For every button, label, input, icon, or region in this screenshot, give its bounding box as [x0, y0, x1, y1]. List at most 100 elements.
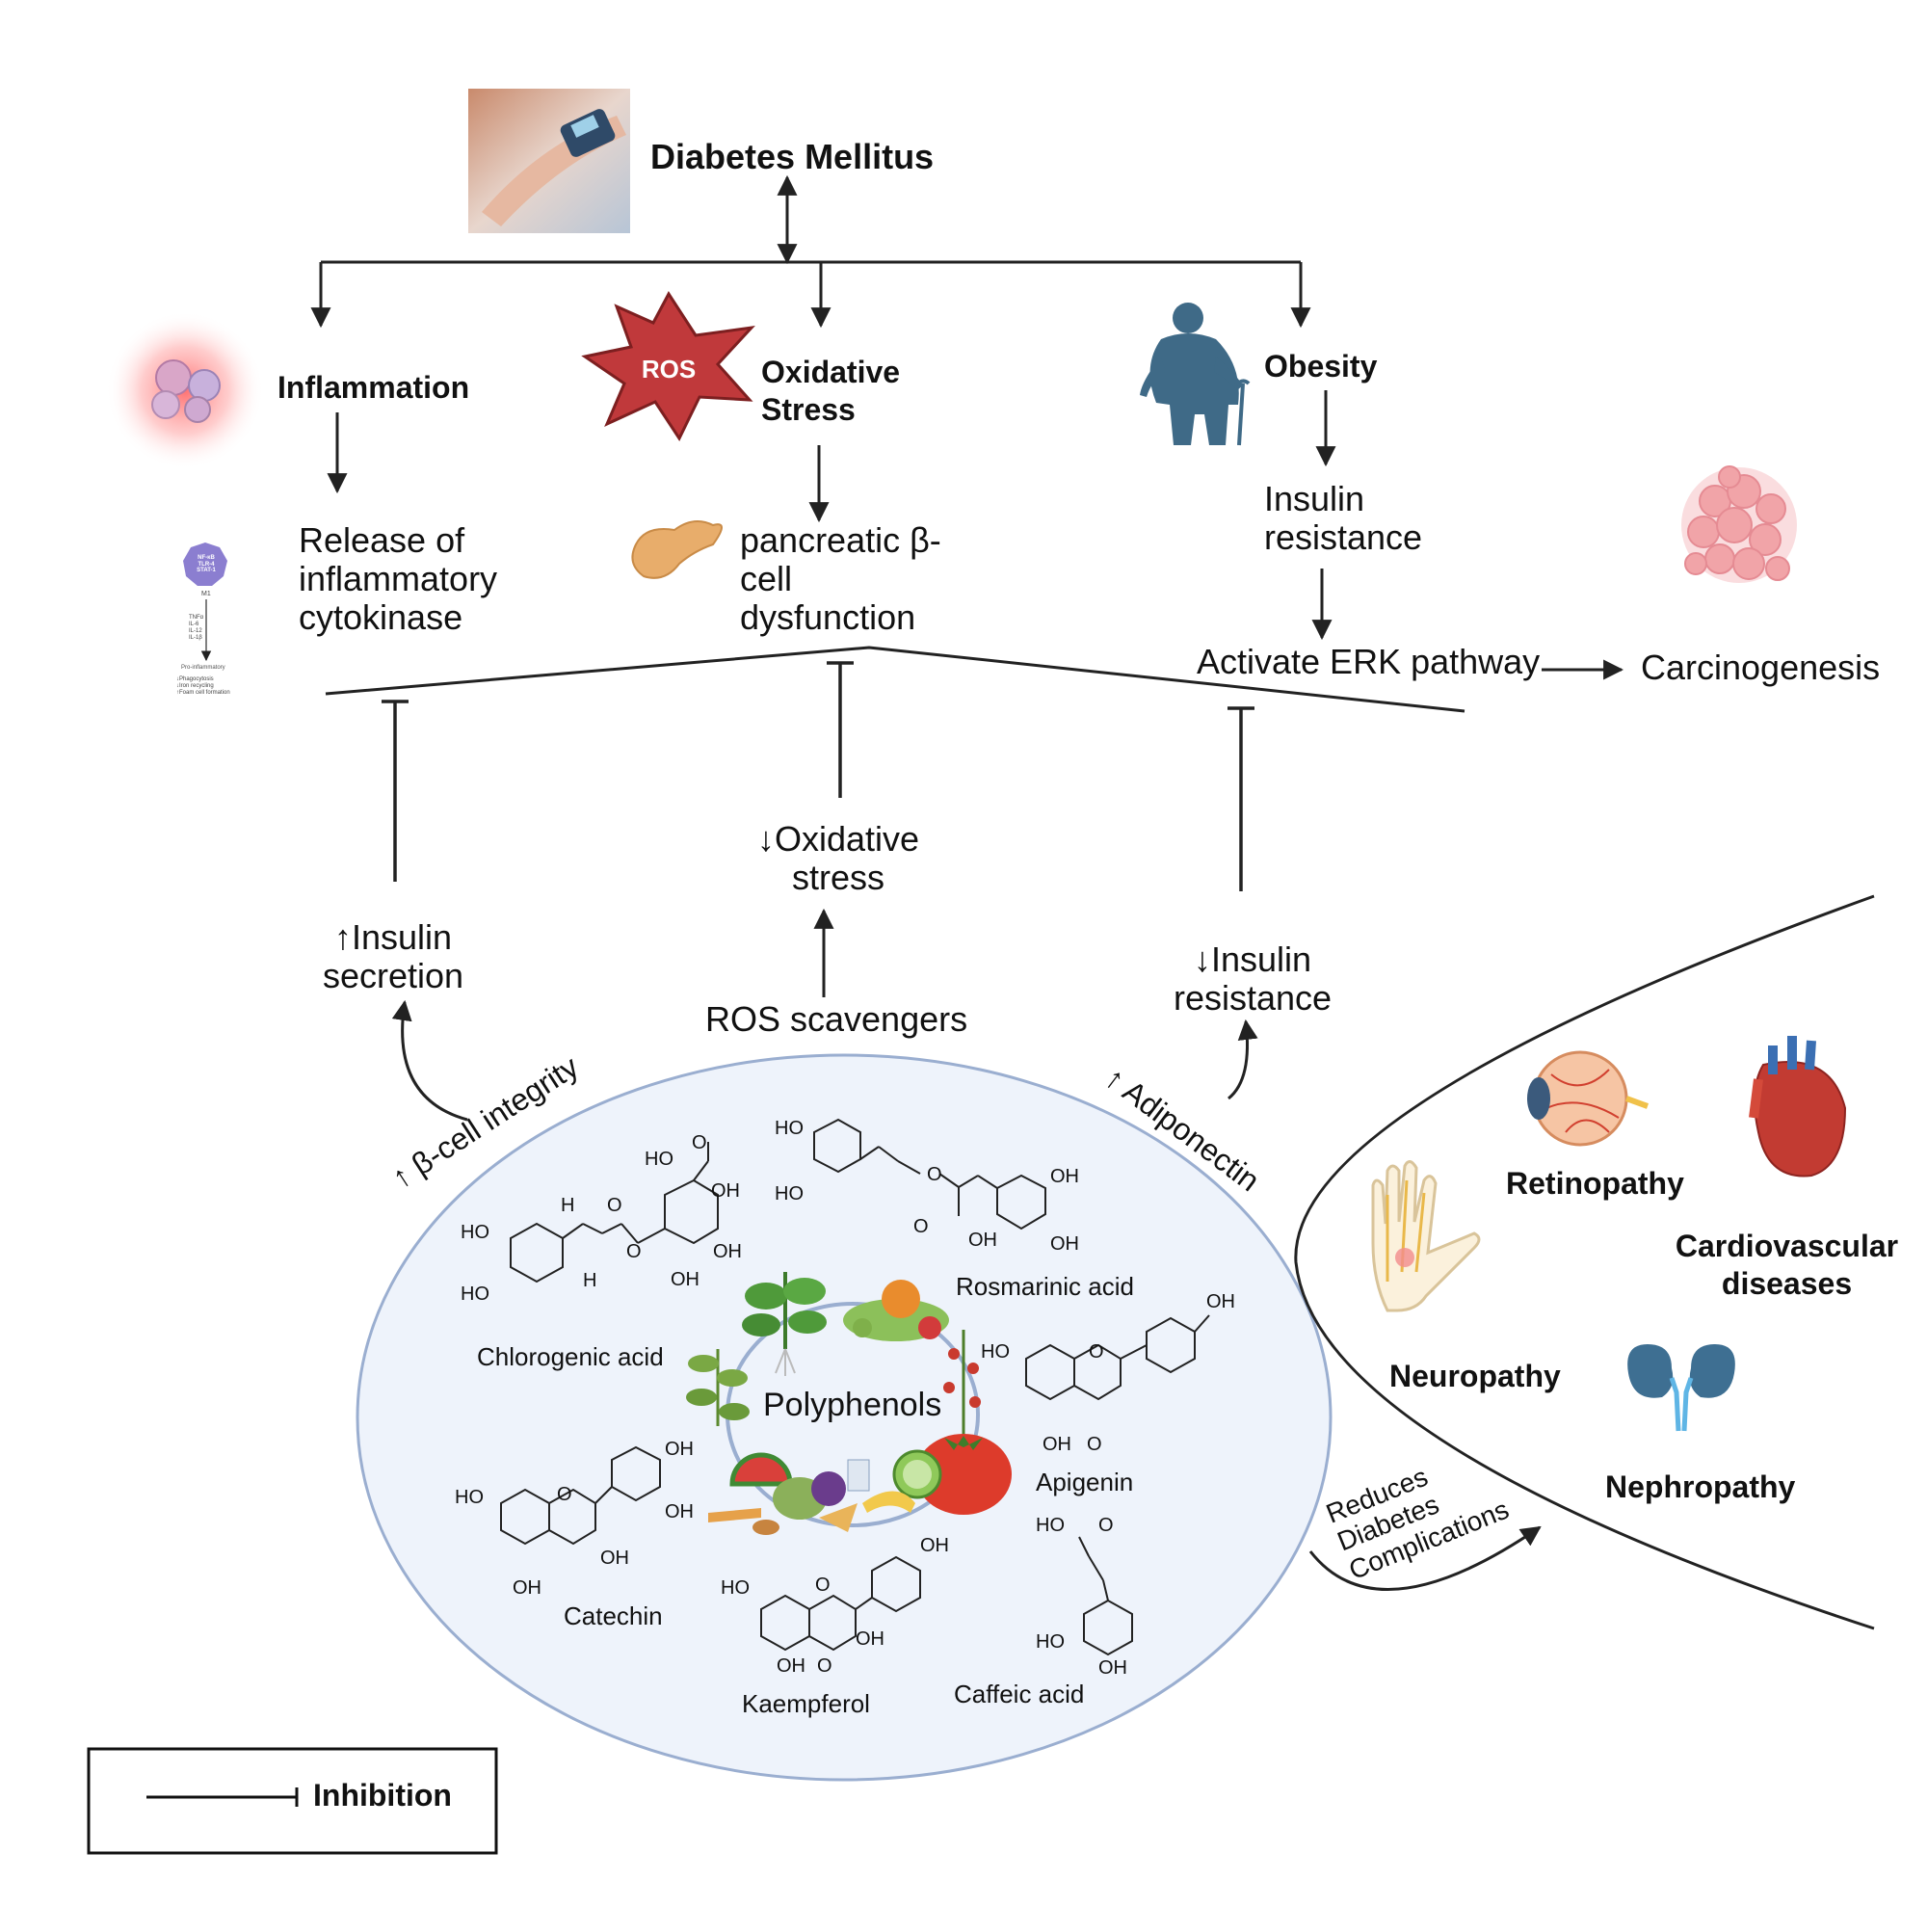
compound-label: Chlorogenic acid: [477, 1342, 664, 1371]
top-branch-lines: [310, 174, 1624, 680]
fruit-pile-icon: [708, 1452, 915, 1535]
atom-label: O: [815, 1575, 831, 1596]
macrophage-status: Pro-inflammatory: [181, 665, 225, 671]
atom-label: OH: [777, 1655, 805, 1677]
tumor-cluster-icon: [1681, 465, 1797, 583]
cytokine-label-3: cytokinase: [299, 597, 463, 637]
atom-label: HO: [1036, 1515, 1065, 1536]
insulin-resistance-down-label-1: ↓Insulin: [1193, 940, 1312, 979]
oxidative-stress-label-2: Stress: [761, 392, 856, 427]
atom-label: O: [927, 1164, 942, 1185]
atom-label: HO: [775, 1183, 804, 1204]
inflammation-cells-icon: [106, 311, 264, 469]
atom-label: OH: [920, 1535, 949, 1556]
ros-burst-icon: ROS: [581, 291, 755, 442]
beta-cell-label-2: cell: [740, 559, 793, 598]
atom-label: HO: [455, 1487, 484, 1508]
atom-label: O: [607, 1195, 622, 1216]
macrophage-cytokine: TNFα: [189, 615, 204, 621]
atom-label: HO: [775, 1118, 804, 1139]
atom-label: HO: [721, 1577, 750, 1599]
atom-label: OH: [1043, 1434, 1071, 1455]
beta-cell-label-1: pancreatic β-: [740, 520, 941, 560]
polyphenols-ellipse: [356, 1053, 1333, 1782]
atom-label: O: [692, 1132, 707, 1153]
apigenin-structure: [1025, 1314, 1210, 1401]
macrophage-cytokine: IL-1β: [189, 634, 202, 641]
kidney-icon: [1627, 1344, 1735, 1432]
mechanism-arrows: [391, 908, 1542, 1592]
catechin-structure: [500, 1445, 661, 1546]
atom-label: OH: [600, 1548, 629, 1569]
atom-label: OH: [513, 1577, 541, 1599]
cytokine-label-2: inflammatory: [299, 559, 498, 598]
atom-label: OH: [671, 1269, 700, 1290]
compound-label: Kaempferol: [742, 1689, 870, 1718]
macrophage-badge-2: TLR-4: [198, 561, 215, 568]
cardiovascular-label-2: diseases: [1721, 1266, 1853, 1301]
macrophage-outcome: ↓Iron recycling: [176, 682, 214, 689]
atom-label: OH: [713, 1241, 742, 1262]
macrophage-badge-3: STAT-1: [197, 568, 216, 574]
compound-label: Apigenin: [1036, 1468, 1134, 1496]
erk-pathway-label: Activate ERK pathway: [1197, 642, 1541, 681]
insulin-resistance-down-label-2: resistance: [1173, 978, 1333, 1018]
caffeic-acid-structure: [1078, 1536, 1133, 1656]
pancreas-icon: [631, 520, 723, 579]
insulin-secretion-label-1: ↑Insulin: [333, 917, 453, 957]
atom-label: HO: [981, 1341, 1010, 1363]
tomato-icon: [892, 1434, 1012, 1515]
compound-label: Rosmarinic acid: [956, 1272, 1134, 1301]
compound-label: Caffeic acid: [954, 1680, 1085, 1708]
hand-nerve-icon: [1371, 1160, 1481, 1312]
nephropathy-label: Nephropathy: [1605, 1469, 1796, 1504]
herb-left-icon: [686, 1349, 750, 1426]
atom-label: O: [1089, 1341, 1104, 1363]
atom-label: O: [817, 1655, 832, 1677]
atom-label: O: [913, 1216, 929, 1237]
heart-icon: [1749, 1036, 1847, 1178]
complications-boundary: [1294, 894, 1875, 1630]
atom-label: O: [557, 1484, 572, 1505]
atom-label: OH: [968, 1230, 997, 1251]
atom-label: H: [583, 1270, 597, 1291]
inhibition-lines: [382, 661, 1254, 891]
vegetables-icon: [843, 1280, 949, 1341]
macrophage-cytokine: IL-12: [189, 627, 202, 634]
macrophage-icon: [183, 543, 227, 662]
macrophage-cytokine: IL-6: [189, 621, 199, 627]
cardiovascular-label-1: Cardiovascular: [1675, 1229, 1899, 1263]
atom-label: HO: [645, 1149, 673, 1170]
obese-person-icon: [1140, 303, 1251, 446]
atom-label: HO: [461, 1222, 489, 1243]
atom-label: HO: [461, 1284, 489, 1305]
atom-label: OH: [665, 1439, 694, 1460]
insulin-secretion-label-2: secretion: [322, 956, 464, 995]
atom-label: O: [1098, 1515, 1114, 1536]
ros-label: ROS: [642, 355, 696, 384]
atom-label: OH: [856, 1628, 884, 1650]
plant-icon: [742, 1272, 827, 1376]
macrophage-type: M1: [201, 591, 211, 597]
legend-inhibition-label: Inhibition: [313, 1778, 452, 1813]
atom-label: H: [561, 1195, 575, 1216]
tomato-plant-icon: [943, 1330, 981, 1436]
macrophage-outcomes: ↓Phagocytosis ↓Iron recycling ↑Foam cell…: [176, 676, 230, 697]
oxidative-down-label-2: stress: [791, 858, 884, 897]
macrophage-outcome: ↑Foam cell formation: [176, 689, 230, 696]
ros-scavengers-label: ROS scavengers: [705, 999, 968, 1039]
atom-label: OH: [665, 1501, 694, 1522]
macrophage-outcome: ↓Phagocytosis: [176, 676, 214, 682]
cytokine-label-1: Release of: [299, 520, 465, 560]
atom-label: OH: [1050, 1233, 1079, 1255]
obesity-label: Obesity: [1264, 349, 1378, 384]
chlorogenic-acid-structure: [510, 1142, 719, 1284]
macrophage-badge: NF-κB TLR-4 STAT-1: [191, 555, 222, 574]
beta-cell-label-3: dysfunction: [740, 597, 916, 637]
neuropathy-label: Neuropathy: [1389, 1359, 1561, 1393]
polyphenols-label: Polyphenols: [763, 1387, 942, 1423]
page-title: Diabetes Mellitus: [650, 137, 935, 176]
insulin-resistance-label-2: resistance: [1264, 517, 1423, 557]
atom-label: O: [1087, 1434, 1102, 1455]
